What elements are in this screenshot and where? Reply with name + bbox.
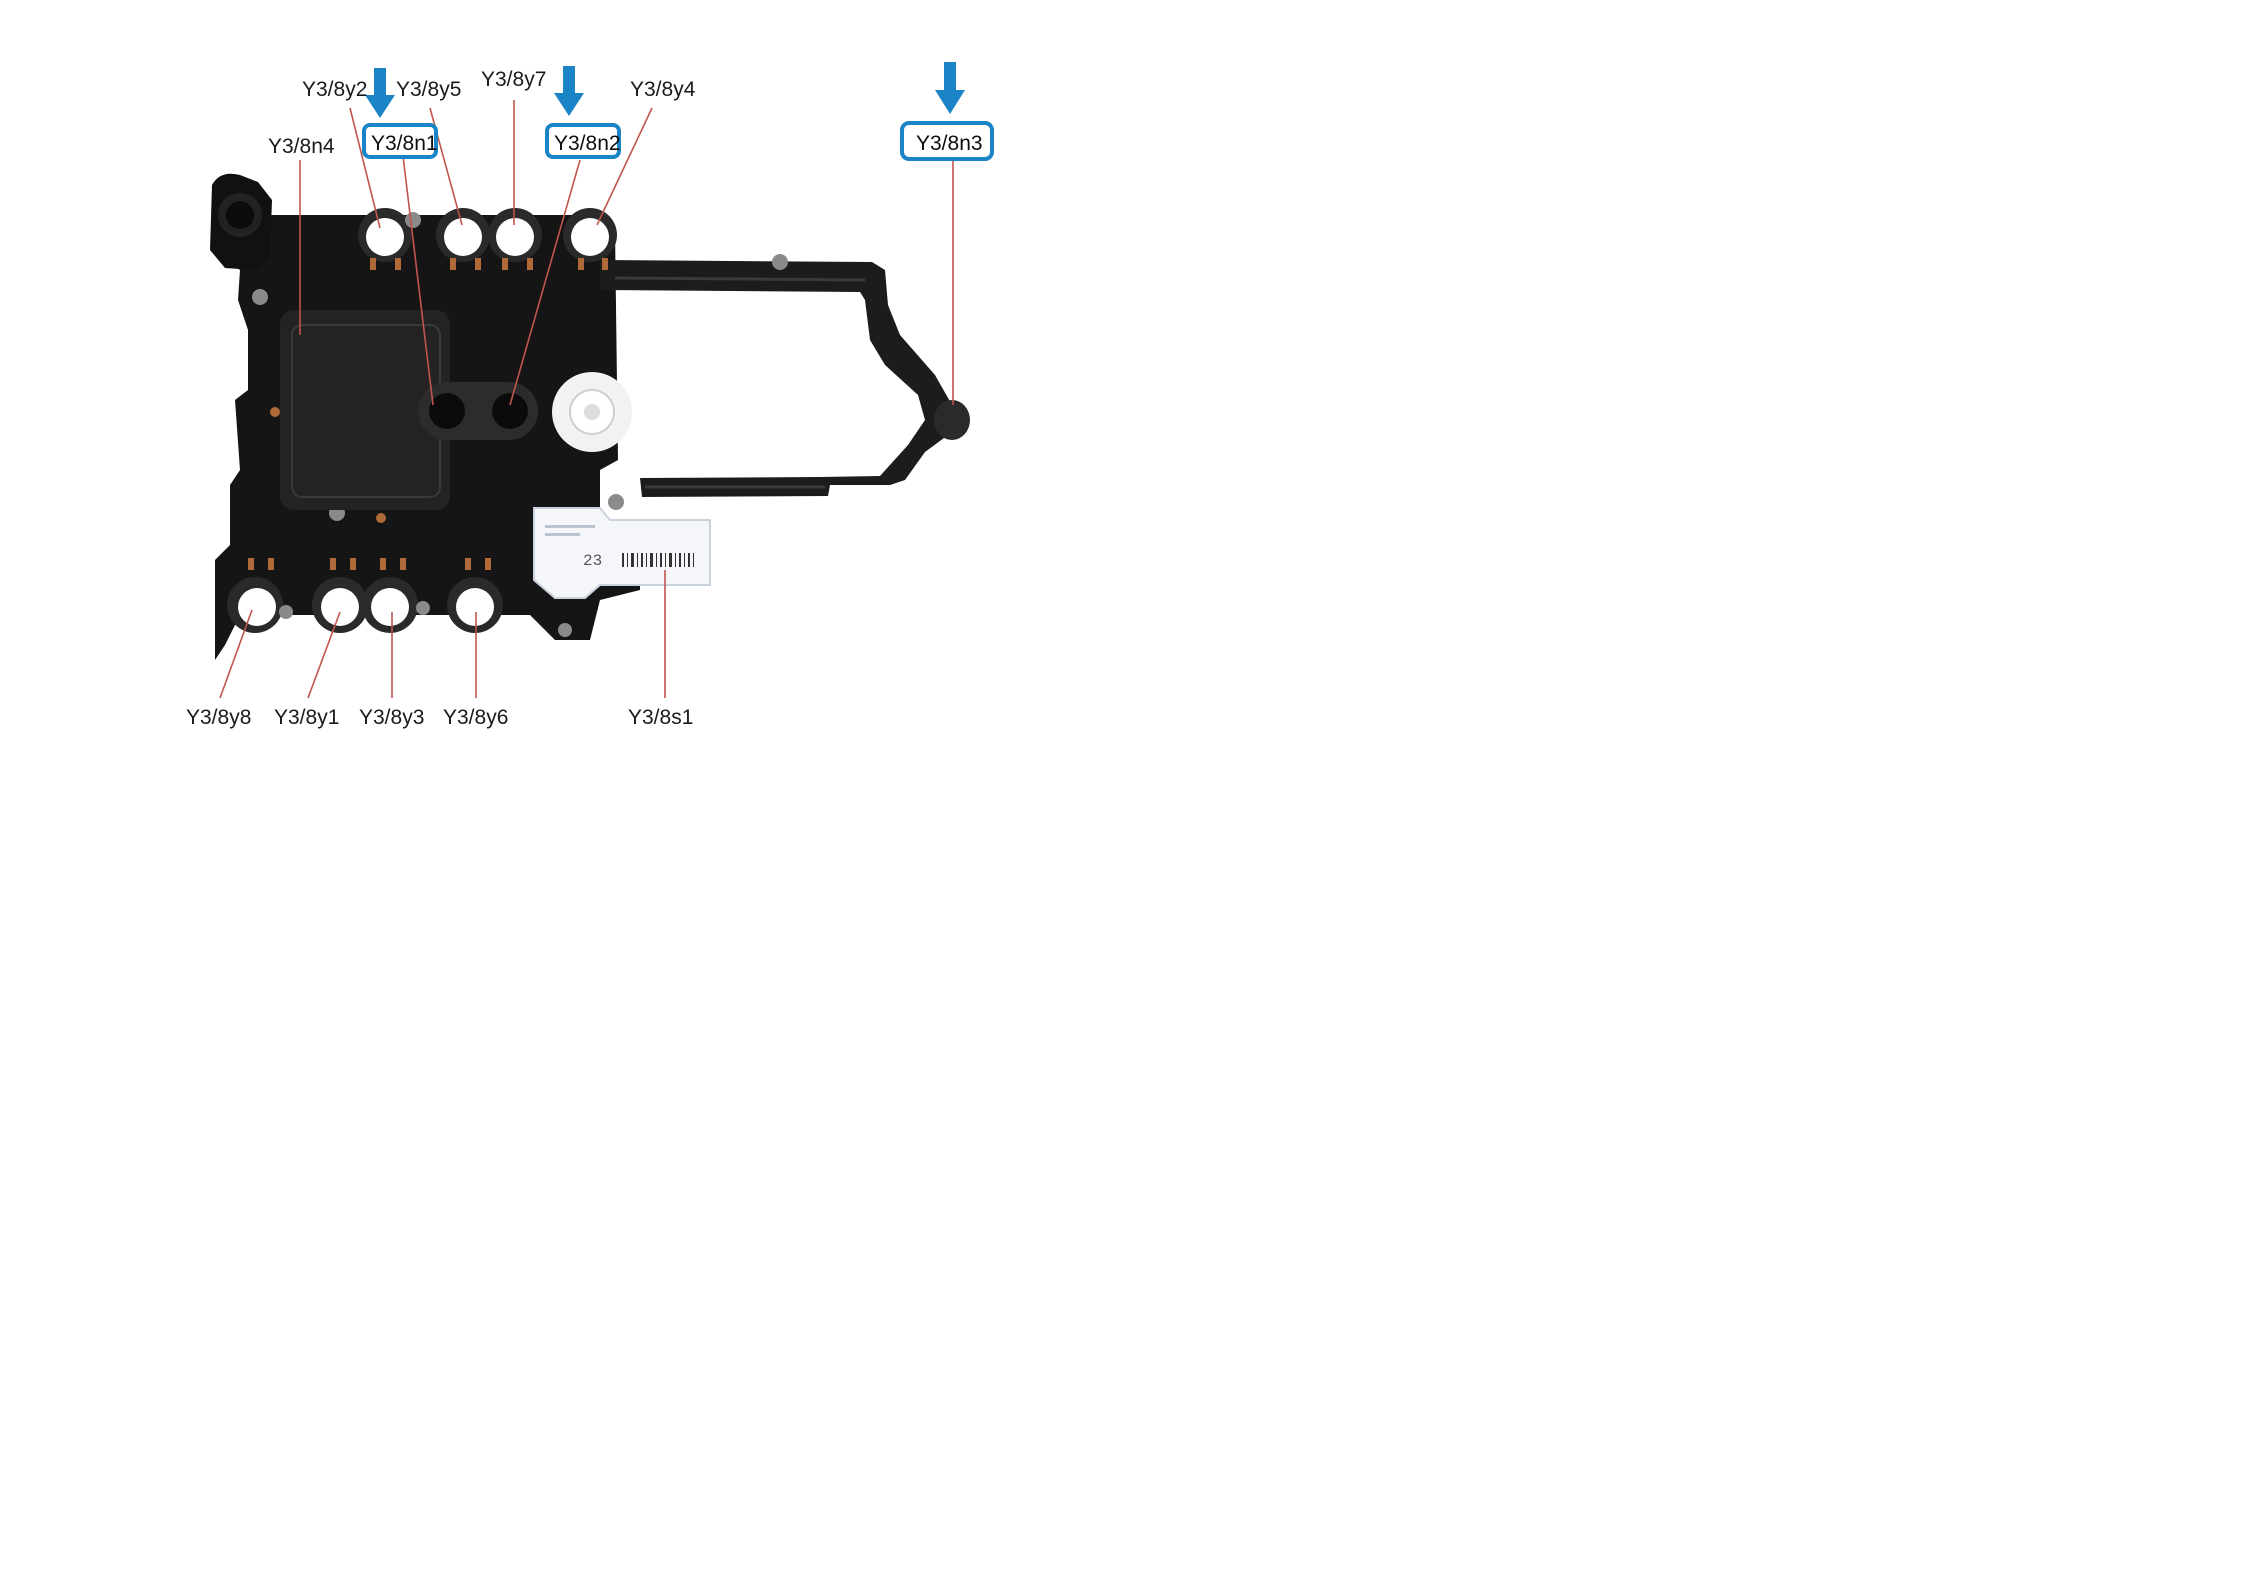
label-y3-8y1: Y3/8y1 bbox=[274, 706, 339, 729]
arrow-down-icon bbox=[554, 66, 584, 116]
leader-y3-8y1 bbox=[307, 611, 341, 699]
box-y3-8n3 bbox=[900, 121, 994, 161]
label-y3-8y8: Y3/8y8 bbox=[186, 706, 251, 729]
white-gear bbox=[552, 372, 632, 452]
highlight-arrows bbox=[365, 62, 965, 118]
label-y3-8y6: Y3/8y6 bbox=[443, 706, 508, 729]
label-y3-8n3: Y3/8n3 bbox=[916, 132, 983, 155]
label-y3-8y5: Y3/8y5 bbox=[396, 78, 461, 101]
label-y3-8y3: Y3/8y3 bbox=[359, 706, 424, 729]
module-cover bbox=[280, 310, 450, 510]
frame-edge bbox=[614, 276, 866, 489]
control-unit-illustration: 23 bbox=[210, 173, 970, 660]
top-solenoid-rings bbox=[358, 208, 617, 262]
label-y3-8n2: Y3/8n2 bbox=[554, 132, 621, 155]
box-y3-8n1 bbox=[362, 123, 438, 159]
y3-8n3-sensor-knob bbox=[934, 400, 970, 440]
frame-arm bbox=[600, 260, 952, 497]
barcode bbox=[622, 553, 694, 567]
component-labels: Y3/8y2 Y3/8y5 Y3/8y7 Y3/8y4 Y3/8n4 Y3/8n… bbox=[186, 68, 983, 729]
leader-y3-8n1 bbox=[402, 155, 434, 406]
label-y3-8y4: Y3/8y4 bbox=[630, 78, 696, 101]
arrow-down-icon bbox=[935, 62, 965, 114]
leader-y3-8y2 bbox=[349, 107, 381, 229]
label-y3-8n1: Y3/8n1 bbox=[371, 132, 438, 155]
arrow-down-icon bbox=[365, 68, 395, 118]
box-y3-8n2 bbox=[545, 123, 621, 159]
leader-y3-8n2 bbox=[509, 159, 581, 406]
bottom-solenoid-rings bbox=[227, 577, 503, 633]
label-y3-8y7: Y3/8y7 bbox=[481, 68, 546, 91]
label-y3-8s1: Y3/8s1 bbox=[628, 706, 693, 729]
label-y3-8n4: Y3/8n4 bbox=[268, 135, 335, 158]
leader-lines bbox=[219, 100, 954, 699]
highlight-boxes bbox=[362, 121, 994, 161]
sticker-number: 23 bbox=[583, 552, 602, 570]
label-y3-8y2: Y3/8y2 bbox=[302, 78, 367, 101]
leader-y3-8y4 bbox=[596, 107, 653, 226]
leader-y3-8y8 bbox=[219, 609, 253, 699]
